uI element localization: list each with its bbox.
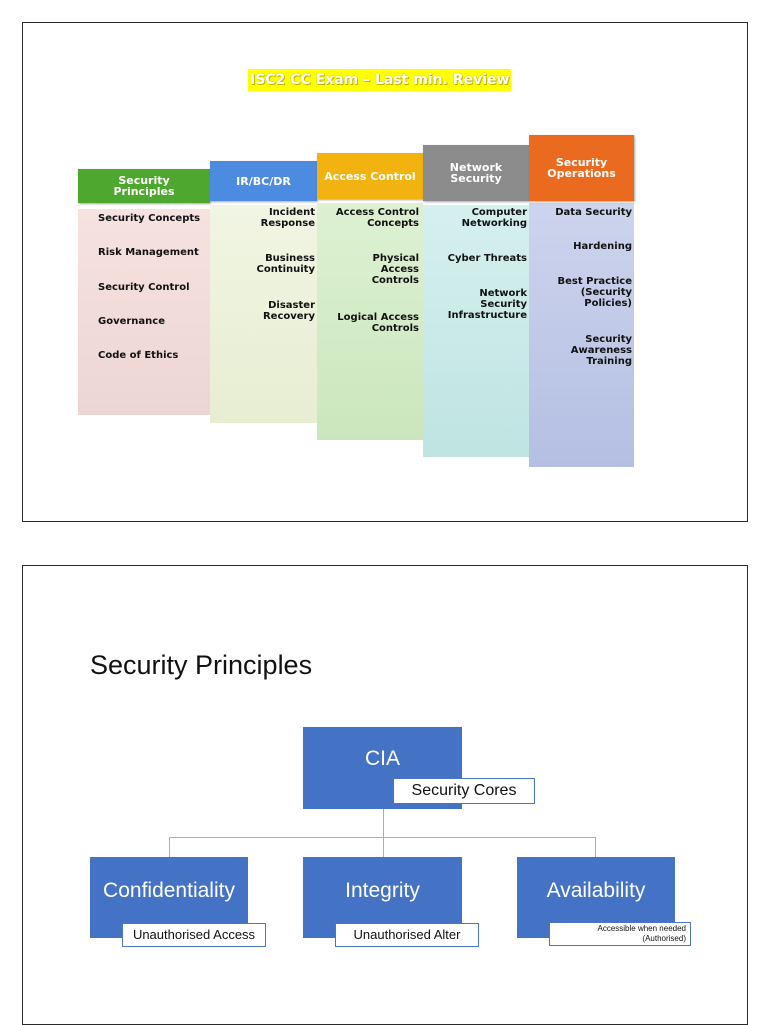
column-header-line: Security: [555, 156, 608, 169]
node-sub-label: Security Cores: [393, 778, 535, 804]
column-body: [317, 203, 423, 440]
list-item: Code of Ethics: [98, 350, 179, 361]
column-header-line: Network: [449, 161, 503, 174]
connector-line: [383, 837, 384, 857]
column-body: [78, 209, 210, 415]
node-label: Availability: [546, 879, 646, 902]
connector-line: [169, 837, 596, 838]
list-item: Governance: [98, 316, 166, 327]
list-item: Security Concepts: [98, 213, 201, 224]
node-label: CIA: [364, 747, 400, 770]
connector-line: [169, 837, 170, 857]
connector-line: [595, 837, 596, 857]
slide-review-overview: ISC2 CC Exam – Last min. Review Security…: [22, 22, 748, 522]
column-header: IR/BC/DR: [210, 161, 317, 201]
node-sub-label: Unauthorised Access: [122, 923, 266, 947]
list-item: Cyber Threats: [447, 253, 527, 264]
list-item: Data Security: [555, 207, 632, 218]
node-sub-label: Accessible when needed (Authorised): [549, 922, 691, 946]
column-header: Access Control: [317, 153, 423, 199]
column-header-line: Security: [118, 174, 170, 187]
column-header-line: Operations: [547, 167, 616, 180]
sub-label-line: Accessible when needed: [597, 924, 686, 933]
list-item: Risk Management: [98, 247, 199, 258]
column-body: [423, 205, 529, 457]
column-header: Security Principles: [78, 169, 210, 203]
node-sub-label: Unauthorised Alter: [335, 923, 479, 947]
column-header: Security Operations: [529, 135, 634, 201]
column-security-operations: Security Operations Data Security Harden…: [529, 135, 634, 467]
node-label: Confidentiality: [103, 879, 235, 902]
column-header: Network Security: [423, 145, 529, 201]
column-body: [529, 203, 634, 467]
column-header-line: Principles: [113, 185, 175, 198]
column-header-line: Access Control: [324, 169, 416, 183]
node-label: Integrity: [345, 879, 420, 902]
list-item: Hardening: [573, 241, 632, 252]
column-body: [210, 205, 317, 423]
column-header-line: IR/BC/DR: [236, 174, 291, 188]
slide-security-principles: Security Principles CIA Security Cores C…: [22, 565, 748, 1025]
column-header-line: Security: [450, 172, 502, 185]
column-security-principles: Security Principles Security Concepts Ri…: [78, 169, 210, 415]
list-item: Security Control: [98, 282, 190, 293]
slide-title: ISC2 CC Exam – Last min. Review: [248, 69, 512, 91]
connector-line: [383, 809, 384, 837]
slide-title: Security Principles: [90, 650, 313, 680]
sub-label-line: (Authorised): [642, 934, 686, 943]
